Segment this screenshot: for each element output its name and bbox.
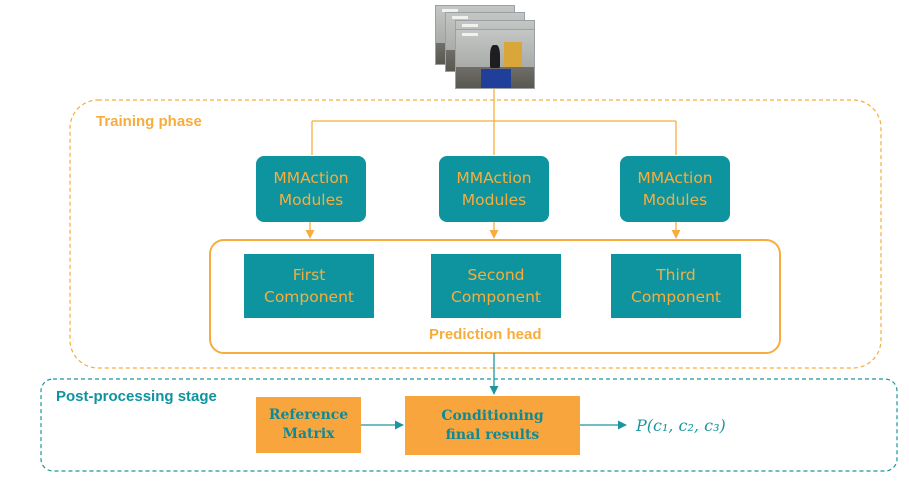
conditioning-box: Conditioning final results	[405, 396, 580, 455]
video-frame	[455, 29, 535, 89]
component-line1: First	[292, 266, 326, 284]
first-component: First Component	[244, 254, 374, 318]
mmaction-module-3: MMAction Modules	[620, 156, 730, 222]
component-line1: Second	[467, 266, 525, 284]
prediction-head-box	[209, 239, 781, 354]
mmaction-module-line2: Modules	[642, 191, 708, 209]
mmaction-module-line2: Modules	[278, 191, 344, 209]
mmaction-module-line2: Modules	[461, 191, 527, 209]
conditioning-line1: Conditioning	[441, 407, 544, 424]
post-processing-label: Post-processing stage	[56, 388, 217, 405]
training-phase-region	[69, 99, 882, 369]
reference-matrix-box: Reference Matrix	[256, 397, 361, 453]
second-component: Second Component	[431, 254, 561, 318]
conditioning-line2: final results	[445, 426, 540, 443]
component-line2: Component	[451, 288, 541, 306]
mmaction-module-line1: MMAction	[456, 169, 532, 187]
component-line2: Component	[264, 288, 354, 306]
third-component: Third Component	[611, 254, 741, 318]
mmaction-module-2: MMAction Modules	[439, 156, 549, 222]
mmaction-module-1: MMAction Modules	[256, 156, 366, 222]
reference-matrix-line2: Matrix	[282, 426, 335, 442]
training-phase-label: Training phase	[96, 113, 202, 130]
prediction-head-label: Prediction head	[429, 326, 542, 343]
mmaction-module-line1: MMAction	[273, 169, 349, 187]
component-line1: Third	[656, 266, 696, 284]
output-probability: P(c₁, c₂, c₃)	[636, 416, 726, 435]
component-line2: Component	[631, 288, 721, 306]
input-fanout-line	[311, 88, 677, 155]
mmaction-module-line1: MMAction	[637, 169, 713, 187]
post-processing-region	[40, 378, 898, 472]
reference-matrix-line1: Reference	[268, 407, 349, 423]
